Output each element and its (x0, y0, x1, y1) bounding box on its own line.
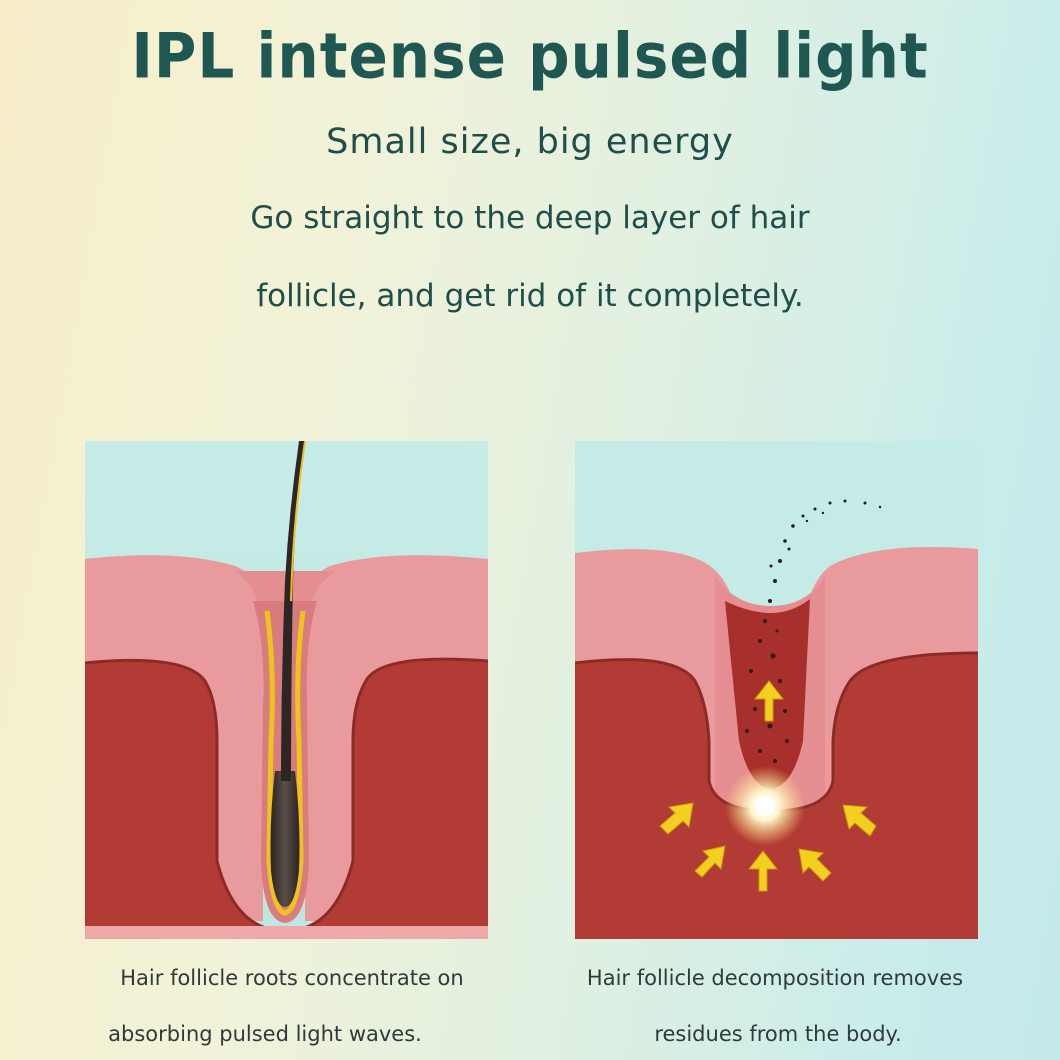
hair-follicle-illustration (85, 441, 488, 939)
description-line-2: follicle, and get rid of it completely. (256, 278, 804, 314)
upward-arrow (753, 680, 785, 722)
inward-arrows (659, 802, 877, 892)
caption-right-line-2: residues from the body. (654, 1022, 902, 1046)
light-absorption-glow (264, 610, 306, 916)
dermis-layer (575, 653, 978, 939)
hair-shaft (281, 441, 305, 781)
follicle-decomposition-illustration (575, 441, 978, 939)
hair-bulb (270, 771, 300, 907)
description-line-1: Go straight to the deep layer of hair (250, 200, 810, 236)
subtitle: Small size, big energy (326, 122, 734, 162)
page-title: IPL intense pulsed light (131, 19, 929, 93)
caption-left-line-1: Hair follicle roots concentrate on (120, 966, 464, 990)
caption-left-line-2: absorbing pulsed light waves. (108, 1022, 422, 1046)
dermis-layer (85, 659, 488, 939)
caption-right-line-1: Hair follicle decomposition removes (586, 966, 964, 990)
